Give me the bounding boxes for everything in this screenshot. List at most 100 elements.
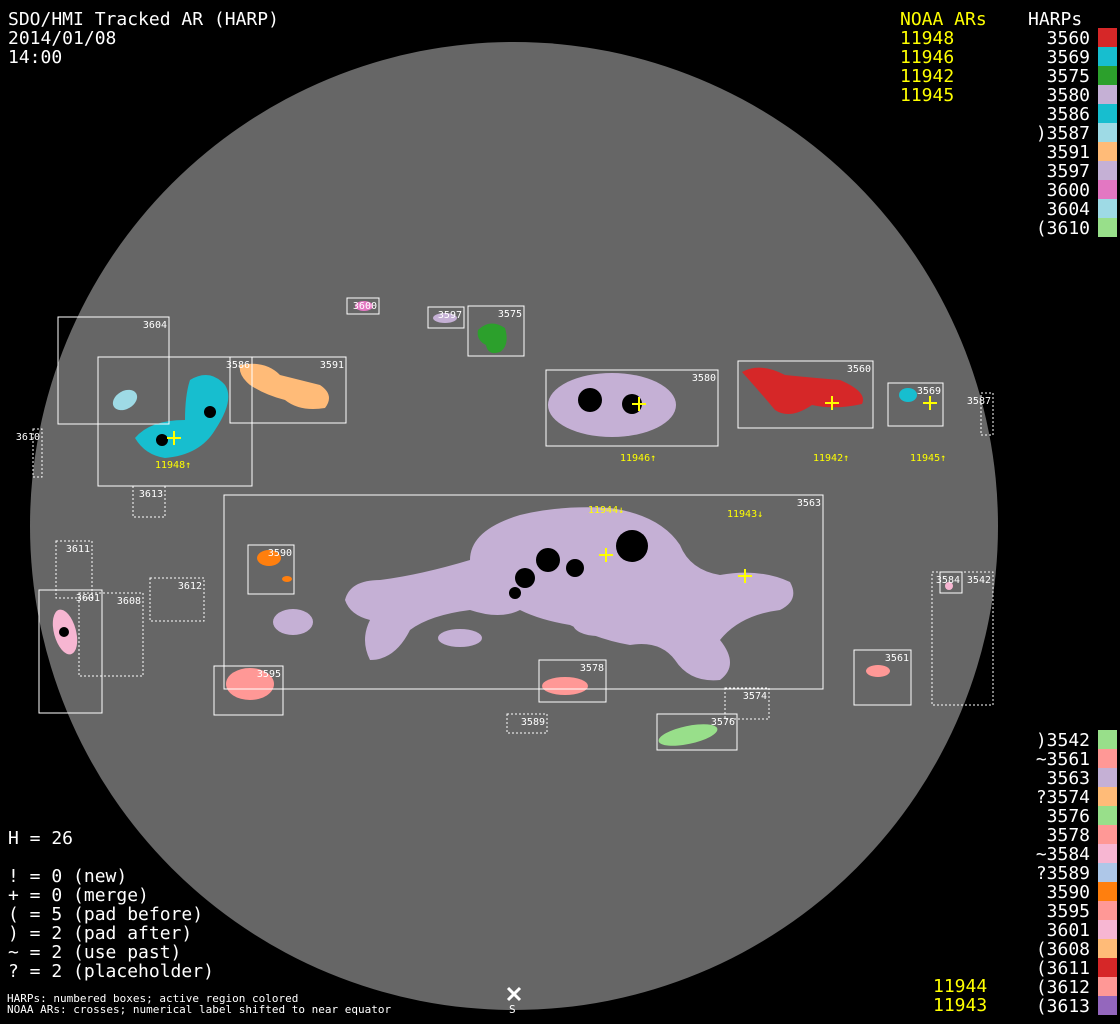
harp-box-3561 [853, 649, 912, 706]
harp-legend-item: (3610 [1035, 218, 1090, 239]
harp-legend-item: 3591 [1046, 142, 1090, 163]
noaa-legend-item: 11948 [900, 28, 955, 49]
harp-count: H = 26 [8, 828, 74, 849]
region-3600 [355, 301, 373, 311]
status-count-line: ! = 0 (new) [8, 866, 128, 887]
harp-legend-item: (3613 [1035, 996, 1090, 1017]
harp-box-label: 3590 [268, 548, 292, 559]
app-title: SDO/HMI Tracked AR (HARP) [8, 9, 279, 30]
harp-box-3613 [132, 485, 166, 518]
harp-box-label: 3574 [743, 691, 767, 702]
region-3576 [658, 724, 718, 746]
harp-box-3587 [980, 392, 994, 436]
noaa-legend-item: 11942 [900, 66, 955, 87]
region-3563-part [438, 629, 482, 647]
harp-color-swatch [1098, 28, 1117, 47]
harp-box-label: 3611 [66, 544, 90, 555]
harp-box-3604 [57, 316, 170, 425]
harp-box-label: 3612 [178, 581, 202, 592]
harp-color-swatch [1098, 730, 1117, 749]
harp-box-label: 3610 [16, 432, 40, 443]
harp-box-3610 [32, 428, 43, 478]
noaa-marker-label: 11945↑ [910, 453, 946, 464]
status-count-line: ( = 5 (pad before) [8, 904, 204, 925]
harp-legend-item: (3608 [1035, 939, 1090, 960]
harp-legend-item: 3601 [1046, 920, 1090, 941]
harp-box-3580 [545, 369, 719, 447]
harp-color-swatch [1098, 825, 1117, 844]
harp-box-3584 [939, 571, 963, 594]
harp-box-3591 [229, 356, 347, 424]
status-count-line: ~ = 2 (use past) [8, 942, 182, 963]
harp-box-label: 3597 [438, 310, 462, 321]
noaa-legend-item: 11946 [900, 47, 955, 68]
harp-color-swatch [1098, 920, 1117, 939]
noaa-crosses: 11948↑11946↑11942↑11945↑11944↓11943↓ [155, 396, 946, 583]
time-label: 14:00 [8, 47, 63, 68]
harp-box-label: 3578 [580, 663, 604, 674]
harp-color-swatch [1098, 882, 1117, 901]
harp-box-3560 [737, 360, 874, 429]
harp-legend-item: 3595 [1046, 901, 1090, 922]
harp-color-swatch [1098, 901, 1117, 920]
harp-box-3578 [538, 659, 607, 703]
harp-legend-item: )3542 [1035, 730, 1090, 751]
harp-box-label: 3576 [711, 717, 735, 728]
region-3604 [112, 389, 138, 411]
harp-legend-item: 3604 [1046, 199, 1090, 220]
noaa-marker-label: 11944↓ [588, 505, 624, 516]
harp-box-label: 3601 [76, 593, 100, 604]
harp-legend-item: 3560 [1046, 28, 1090, 49]
noaa-marker-label: 11948↑ [155, 460, 191, 471]
region-3578 [542, 677, 588, 695]
harp-legend-item: 3586 [1046, 104, 1090, 125]
harp-box-label: 3595 [257, 669, 281, 680]
harp-color-swatch [1098, 218, 1117, 237]
harp-box-3601 [38, 589, 103, 714]
south-marker-icon [506, 986, 522, 1002]
harp-box-3608 [78, 592, 144, 677]
harp-box-label: 3600 [353, 301, 377, 312]
region-3595 [226, 668, 274, 700]
harp-legend-item: ?3574 [1035, 787, 1090, 808]
harp-color-swatch [1098, 939, 1117, 958]
harp-color-swatch [1098, 123, 1117, 142]
harp-color-swatch [1098, 161, 1117, 180]
harp-box-label: 3542 [967, 575, 991, 586]
harp-box-label: 3584 [936, 575, 960, 586]
harp-box-label: 3575 [498, 309, 522, 320]
region-3569 [899, 388, 917, 402]
region-3591 [239, 363, 329, 409]
harp-box-label: 3563 [797, 498, 821, 509]
harp-box-3574 [724, 687, 770, 720]
harp-box-label: 3569 [917, 386, 941, 397]
region-3597 [433, 313, 457, 323]
harp-legend-item: 3600 [1046, 180, 1090, 201]
harp-legend-item: ~3584 [1035, 844, 1090, 865]
harp-box-label: 3613 [139, 489, 163, 500]
harp-box-3586 [97, 356, 253, 487]
harp-box-3597 [427, 306, 465, 329]
harp-legend-item: ~3561 [1035, 749, 1090, 770]
active-regions [52, 301, 953, 746]
harp-color-swatch [1098, 863, 1117, 882]
harp-color-swatch [1098, 142, 1117, 161]
harp-color-swatch [1098, 199, 1117, 218]
noaa-legend-title: NOAA ARs [900, 9, 987, 30]
harp-color-swatch [1098, 958, 1117, 977]
harp-color-swatch [1098, 768, 1117, 787]
noaa-marker-label: 11942↑ [813, 453, 849, 464]
footer-note-harps: HARPs: numbered boxes; active region col… [7, 992, 299, 1005]
harp-color-swatch [1098, 180, 1117, 199]
harp-box-3542 [931, 571, 994, 706]
harp-legend-item: 3575 [1046, 66, 1090, 87]
harp-legend-item: 3576 [1046, 806, 1090, 827]
region-3563 [345, 507, 794, 681]
harp-color-swatch [1098, 104, 1117, 123]
harp-color-swatch [1098, 996, 1117, 1015]
harp-box-label: 3580 [692, 373, 716, 384]
region-3563-part [273, 609, 313, 635]
harp-box-label: 3587 [967, 396, 991, 407]
region-3563-part [573, 612, 623, 636]
